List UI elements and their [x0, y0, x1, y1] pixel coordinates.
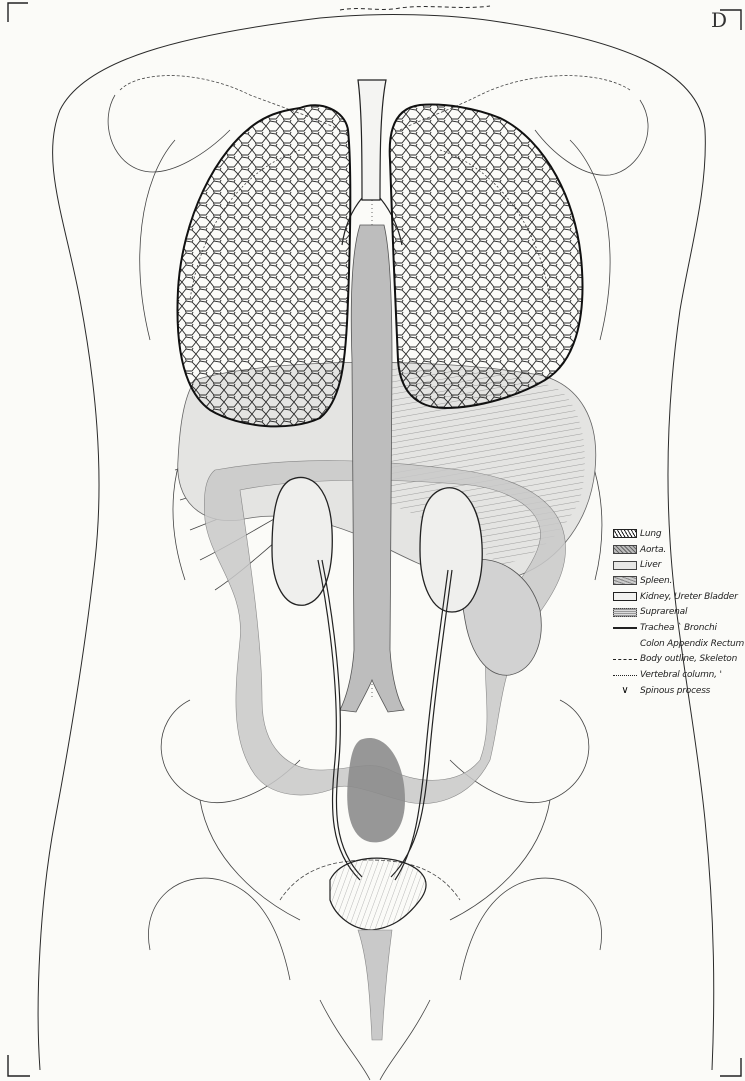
legend-label: Suprarenal [640, 607, 687, 617]
legend-item-vertebral: Vertebral column, ' [613, 667, 743, 683]
left-kidney [420, 488, 482, 612]
legend-swatch-lung [613, 529, 637, 538]
legend-swatch-colon [613, 639, 637, 648]
legend-item-trachea: Trachea ` Bronchi [613, 620, 743, 636]
legend-item-spinous: ∨Spinous process [613, 683, 743, 699]
legend-label: Trachea ` Bronchi [640, 623, 717, 633]
anal-canal [358, 930, 392, 1040]
legend-label: Spleen. [640, 576, 672, 586]
legend-item-spleen: Spleen. [613, 573, 743, 589]
plate-letter: D [711, 8, 727, 32]
legend-label: Vertebral column, ' [640, 670, 722, 680]
legend-label: Aorta. [640, 545, 666, 555]
legend-label: Spinous process [640, 686, 710, 696]
right-lung [177, 105, 350, 426]
legend-swatch-spinous: ∨ [613, 686, 637, 695]
legend-item-aorta: Aorta. [613, 542, 743, 558]
rectum [347, 738, 405, 842]
legend-swatch-liver [613, 561, 637, 570]
legend-swatch-suprarenal [613, 608, 637, 617]
legend-item-colon: Colon Appendix Rectum [613, 636, 743, 652]
legend-swatch-body_outline [613, 659, 637, 660]
legend-label: Liver [640, 560, 661, 570]
legend-swatch-spleen [613, 576, 637, 585]
legend-item-body_outline: Body outline, Skeleton [613, 652, 743, 668]
legend-swatch-vertebral [613, 675, 637, 676]
bladder [330, 858, 426, 930]
trachea [358, 80, 386, 200]
legend-item-suprarenal: Suprarenal [613, 604, 743, 620]
legend-label: Kidney, Ureter Bladder [640, 592, 738, 602]
legend-swatch-trachea [613, 627, 637, 629]
legend-label: Colon Appendix Rectum [640, 639, 744, 649]
legend-label: Lung [640, 529, 661, 539]
legend-label: Body outline, Skeleton [640, 654, 737, 664]
legend-item-lung: Lung [613, 526, 743, 542]
legend-item-kidney: Kidney, Ureter Bladder [613, 589, 743, 605]
legend-item-liver: Liver [613, 557, 743, 573]
legend-swatch-aorta [613, 545, 637, 554]
legend-swatch-kidney [613, 592, 637, 601]
